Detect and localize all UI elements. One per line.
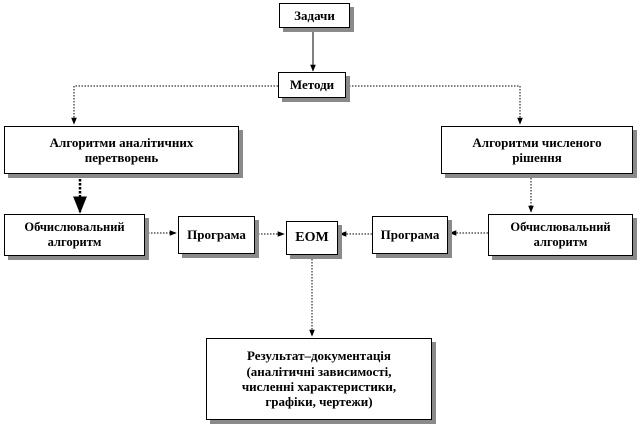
node-bom: ЕОМ bbox=[286, 221, 338, 255]
node-obch-right: Обчислювальний алгоритм bbox=[488, 214, 633, 256]
arrow-metody-to-alg-numeric bbox=[346, 85, 523, 125]
node-prog-left: Програма bbox=[178, 216, 255, 254]
node-metody: Методи bbox=[278, 72, 346, 98]
node-alg-analytic: Алгоритми аналітичних перетворень bbox=[4, 126, 239, 174]
node-result: Результат–документація (аналітичні завис… bbox=[206, 338, 432, 420]
node-prog-right: Програма bbox=[372, 216, 448, 254]
arrow-metody-to-alg-analytic bbox=[71, 85, 278, 125]
node-alg-numeric: Алгоритми численого рішення bbox=[441, 126, 633, 174]
node-zadachi: Задачи bbox=[279, 3, 350, 28]
node-obch-left: Обчислювальний алгоритм bbox=[4, 214, 145, 256]
